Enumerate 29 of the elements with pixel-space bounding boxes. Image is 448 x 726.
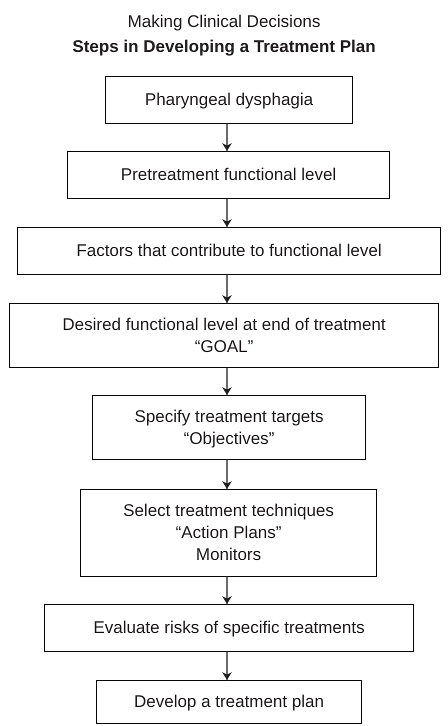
step-text: Monitors <box>196 544 262 566</box>
diagram-title: Making Clinical Decisions <box>126 11 322 33</box>
process-box <box>44 604 414 652</box>
process-box <box>105 76 353 124</box>
process-box <box>67 151 390 199</box>
step-text: “Action Plans” <box>176 522 282 544</box>
process-box <box>9 303 439 368</box>
step-text: Desired functional level at end of treatment <box>62 314 386 336</box>
step-text: Develop a treatment plan <box>134 691 324 713</box>
arrow <box>222 124 232 151</box>
step-text: Select treatment techniques <box>123 500 334 522</box>
step-text: Pretreatment functional level <box>120 164 336 186</box>
step-text: Evaluate risks of specific treatments <box>93 617 365 639</box>
step-text: Factors that contribute to functional level <box>76 240 382 262</box>
arrow <box>222 577 232 604</box>
arrow <box>222 460 232 489</box>
step-text: “GOAL” <box>194 336 254 358</box>
arrow <box>222 275 232 303</box>
step-text: “Objectives” <box>184 428 274 450</box>
step-text: Specify treatment targets <box>134 406 324 428</box>
arrow <box>222 652 232 680</box>
step-text: Pharyngeal dysphagia <box>144 89 314 111</box>
process-box <box>92 395 366 460</box>
process-box <box>96 680 362 724</box>
process-box <box>17 227 441 275</box>
diagram-subtitle: Steps in Developing a Treatment Plan <box>71 36 377 58</box>
arrow <box>222 368 232 395</box>
process-box <box>80 489 377 577</box>
arrow <box>222 199 232 227</box>
